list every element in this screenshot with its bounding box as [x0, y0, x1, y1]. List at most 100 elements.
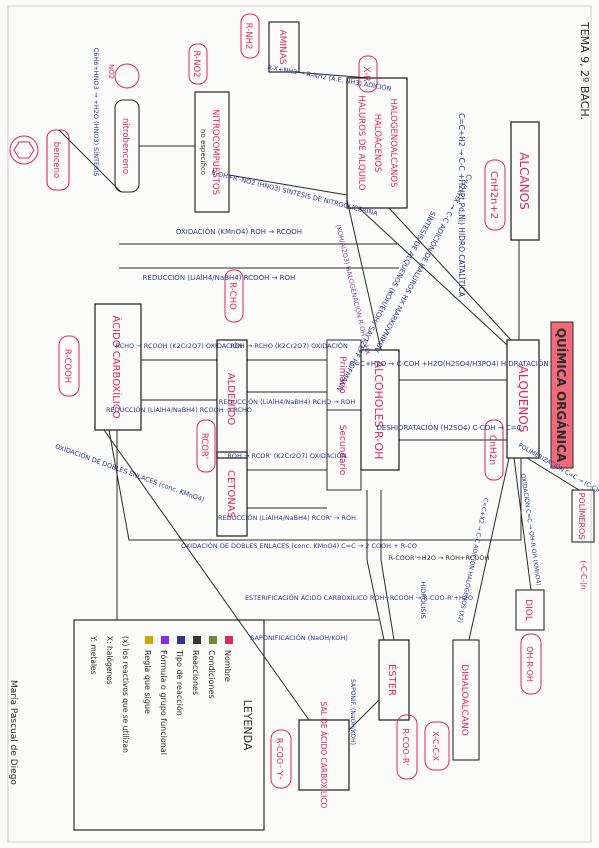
label-acido-ald-red: REDUCCIÓN (LiAlH4/NaBH4) RCOOH → RCHO: [106, 405, 252, 414]
halo-name2: HALOACENOS: [372, 114, 382, 173]
label-alc-cet-ox: ROH → RCOR' (K2Cr2O7) OXIDACIÓN: [227, 451, 346, 460]
legend-item-text: Nombre: [223, 650, 232, 682]
arrow-alquenos-diol: [513, 457, 532, 591]
label-deshidratacion: DESHIDRATACIÓN (H2SO4) C-COH → C=C: [377, 423, 522, 432]
arrow-ester-sal: [348, 699, 380, 731]
node-alquenos: [506, 339, 540, 459]
aldehido-formula: R-CHO: [227, 282, 237, 310]
acido-formula-pill: [58, 335, 80, 397]
arrow-alquenos-polimeros: [526, 457, 580, 491]
diol-formula-pill: [520, 633, 542, 695]
alcoholes-primario: Primario: [337, 356, 347, 394]
nitro-sub: no específico: [199, 129, 207, 175]
legend-note: X: halógenos: [105, 636, 114, 685]
label-esterificacion: ESTERIFICACIÓN ÁCIDO CARBOXÍLICO ROH+RCO…: [245, 593, 473, 602]
label-sintesis-nitro: R-OH+R'-NO2 (HNO3) SÍNTESIS DE NITROGLIC…: [211, 168, 380, 218]
legend-swatch: [209, 636, 217, 644]
node-aldehido: [216, 339, 248, 459]
page-frame: [7, 5, 592, 843]
node-benceno: [46, 129, 70, 191]
author: María Pascual de Diego: [8, 680, 18, 785]
alcoholes-name: ALCOHOLES R-OH: [372, 361, 385, 460]
arrow-hidrolisis: [366, 490, 385, 641]
label-cet-alc-red: REDUCCIÓN (LiAlH4/NaBH4) RCOR' → ROH: [218, 513, 356, 522]
alquenos-name: ALQUENOS: [516, 366, 530, 433]
legend-item-text: Condiciones: [207, 650, 216, 699]
arrow-benceno-nitro: [58, 129, 122, 193]
alcanos-formula-pill: [484, 159, 506, 231]
legend-box: [73, 619, 265, 831]
legend-note: (x) los reactivos que se utilizan: [121, 636, 130, 753]
nitro-formula-pill: [188, 43, 208, 85]
halo-name3: HALUROS DE ALQUILO: [356, 95, 366, 190]
legend-title: LEYENDA: [241, 700, 254, 751]
legend-swatch: [225, 636, 233, 644]
label-nitracion: C6H6+HNO3 → +H2O (HNO3) SÍNTESIS: [92, 48, 101, 177]
arrow-halo-alcoholes: [346, 199, 382, 351]
arrow-halo-nitro: [228, 174, 348, 196]
dihaloalcano-name: DIHALOALCANO: [459, 664, 469, 736]
cetonas-name: CETONAS: [225, 470, 236, 518]
dihalo-formula: X-C-C-X: [431, 731, 440, 762]
node-sal: [298, 719, 350, 791]
arrow-esterificacion: [380, 490, 395, 641]
arrow-halo-aminas: [293, 71, 370, 79]
label-alc-ald-red: REDUCCIÓN (LiAlH4/NaBH4) RCHO → ROH: [219, 397, 356, 406]
alquenos-formula-pill: [484, 419, 504, 481]
nitrobenceno-ring-icon: [114, 63, 140, 89]
label-hidrogenacion: C=C+H2 → C-C +H2(Pt,Pd,Ni) HIDRO CATALÍT…: [457, 113, 466, 298]
cetonas-formula-pill: [196, 419, 216, 473]
cetonas-formula: RCOR': [199, 433, 209, 459]
alcoholes-secundario: Secundario: [337, 425, 347, 476]
legend-note: Y: metales: [89, 635, 98, 675]
legend-item-text: Tipo de reacción: [175, 649, 185, 716]
nitro-formula: R-NO2: [191, 50, 201, 77]
sal-formula-pill: [270, 729, 292, 789]
node-cetonas: [216, 451, 248, 537]
node-dihaloalcano: [452, 639, 480, 761]
diol-formula: OH-R-OH: [525, 646, 534, 682]
benceno-ring-icon: [9, 135, 39, 165]
alcoholes-secundario-box: [326, 409, 362, 491]
label-saponificacion: SAPONIFICACIÓN (NaOH/KOH): [250, 633, 348, 642]
legend-items: Nombre Condiciones Reacciones Tipo de re…: [89, 635, 233, 755]
halo-formula: X-R: [361, 66, 371, 81]
label-hidrolisis: HIDRÓLISIS: [419, 581, 428, 618]
arrow-alquenos-halo: [388, 207, 512, 341]
legend-swatch: [177, 636, 185, 644]
sal-name: SAL DE ÁCIDO CARBOXÍLICO: [319, 702, 328, 809]
label-reduc-largo: REDUCCIÓN (LiAlH4/NaBH4) RCOOH → ROH: [143, 273, 296, 282]
legend-swatch: [145, 636, 153, 644]
node-polimeros: [571, 489, 595, 543]
halo-name1: HALOGENOALCANOS: [388, 99, 398, 188]
legend-swatch: [193, 636, 201, 644]
title-box: [550, 321, 574, 469]
label-hidrolisis2: R-COOR'+H2O → ROH+RCOOH: [389, 554, 490, 562]
legend-item-text: Fórmula o grupo funcional: [159, 650, 169, 755]
aminas-name: AMINAS: [277, 29, 287, 64]
arrow-halo-alquenos: [358, 207, 508, 346]
title: QUÍMICA ORGÁNICA: [554, 328, 569, 463]
legend-swatch: [161, 636, 169, 644]
ester-name: ÉSTER: [386, 664, 399, 696]
alcanos-formula: CnH2n+2: [488, 171, 499, 219]
nitrobenceno-name: nitrobenceno: [120, 118, 130, 174]
sal-formula: R-COO⁻ Y⁺: [275, 738, 284, 780]
label-ox-dobles2: OXIDACIÓN DE DOBLES ENLACES (conc. KMnO4…: [181, 541, 417, 550]
label-oxid-largo: OXIDACIÓN (KMnO4) ROH → RCOOH: [176, 227, 302, 236]
acido-formula: R-COOH: [62, 349, 72, 383]
legend-item-text: Regla que sigue: [143, 650, 152, 714]
node-nitro: [194, 91, 230, 213]
alquenos-formula: CnH2n: [487, 435, 497, 465]
arrow-alquenos-dihalo: [468, 457, 510, 641]
ester-formula: R-COO-R': [401, 728, 410, 765]
node-aminas: [268, 21, 300, 73]
label-diol: OXIDACIÓN C=C → OH-R-OH (KMnO4): [519, 473, 542, 586]
acido-name: ÁCIDO CARBOXÍLICO: [110, 315, 123, 418]
label-sap2: SAPONIF. (NaOH/KOH): [349, 679, 356, 745]
label-hidratacion: C=C+H2O → C-COH +H2O(H2SO4/H3PO4) HIDRAT…: [349, 359, 548, 368]
header-tema: TEMA 9, 2º BACH.: [578, 21, 591, 120]
arrow-acido-sal: [103, 429, 310, 721]
